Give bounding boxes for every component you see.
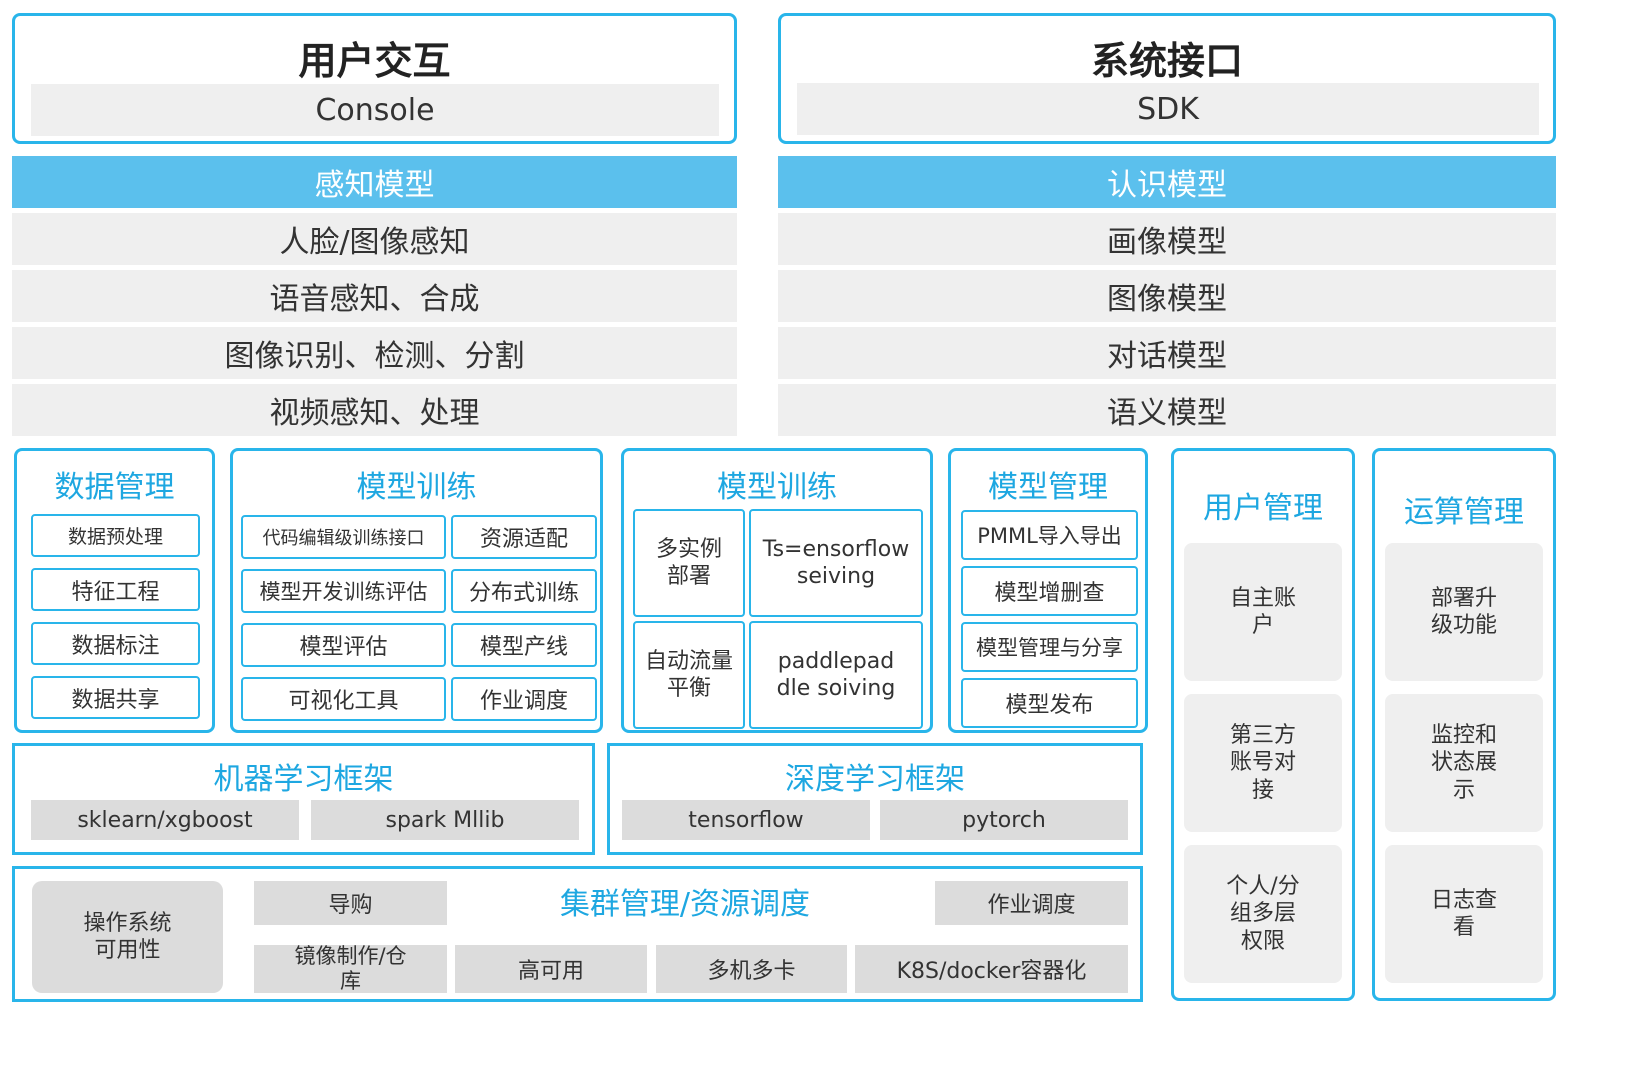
data-mgmt-item: 数据标注 — [31, 622, 200, 665]
ml-framework-panel: 机器学习框架 sklearn/xgboost spark Mllib — [12, 743, 595, 855]
data-mgmt-item: 特征工程 — [31, 568, 200, 611]
cognition-header: 认识模型 — [778, 156, 1556, 208]
ml-framework-title: 机器学习框架 — [213, 762, 394, 797]
training-item: 作业调度 — [451, 677, 597, 721]
dl-framework-panel: 深度学习框架 tensorflow pytorch — [607, 743, 1143, 855]
compute-management-panel: 运算管理 部署升 级功能 监控和 状态展 示 日志查 看 — [1372, 448, 1556, 1001]
training-item: 代码编辑级训练接口 — [241, 515, 446, 559]
cognition-item: 图像模型 — [778, 270, 1556, 322]
perception-item: 视频感知、处理 — [12, 384, 737, 436]
model-training-panel-1: 模型训练 代码编辑级训练接口 资源适配 模型开发训练评估 分布式训练 模型评估 … — [230, 448, 603, 733]
training-item: 模型评估 — [241, 623, 446, 667]
model-mgmt-item: 模型管理与分享 — [961, 622, 1138, 672]
perception-item: 人脸/图像感知 — [12, 213, 737, 265]
cognition-item: 语义模型 — [778, 384, 1556, 436]
user-mgmt-item: 第三方 账号对 接 — [1184, 694, 1342, 832]
dl-framework-item: tensorflow — [622, 800, 870, 840]
model-training-panel-2: 模型训练 多实例 部署 Ts=ensorflow seiving 自动流量 平衡… — [621, 448, 933, 733]
model-mgmt-item: PMML导入导出 — [961, 510, 1138, 560]
user-management-panel: 用户管理 自主账 户 第三方 账号对 接 个人/分 组多层 权限 — [1171, 448, 1355, 1001]
model-training-title-1: 模型训练 — [356, 470, 477, 505]
data-mgmt-item: 数据共享 — [31, 676, 200, 719]
dl-framework-item: pytorch — [880, 800, 1128, 840]
user-interaction-title: 用户交互 — [298, 38, 451, 83]
cognition-item: 对话模型 — [778, 327, 1556, 379]
model-management-title: 模型管理 — [988, 470, 1108, 505]
high-availability-item: 高可用 — [455, 945, 647, 993]
serving-item: Ts=ensorflow seiving — [749, 509, 923, 617]
system-interface-title: 系统接口 — [1090, 38, 1243, 83]
ml-framework-item: spark Mllib — [311, 800, 579, 840]
os-availability-item: 操作系统 可用性 — [32, 881, 223, 993]
sdk-label: SDK — [797, 83, 1539, 135]
ml-framework-item: sklearn/xgboost — [31, 800, 299, 840]
serving-item: 自动流量 平衡 — [633, 621, 745, 729]
model-mgmt-item: 模型发布 — [961, 678, 1138, 728]
system-interface-panel: 系统接口 SDK — [778, 13, 1556, 144]
user-interaction-panel: 用户交互 Console — [12, 13, 737, 144]
multi-gpu-item: 多机多卡 — [656, 945, 847, 993]
training-item: 模型产线 — [451, 623, 597, 667]
model-management-panel: 模型管理 PMML导入导出 模型增删查 模型管理与分享 模型发布 — [948, 448, 1148, 733]
user-mgmt-item: 个人/分 组多层 权限 — [1184, 845, 1342, 983]
training-item: 分布式训练 — [451, 569, 597, 613]
guide-item: 导购 — [254, 881, 447, 925]
data-management-title: 数据管理 — [54, 470, 175, 505]
console-label: Console — [31, 84, 719, 136]
serving-item: paddlepad dle soiving — [749, 621, 923, 729]
dl-framework-title: 深度学习框架 — [785, 762, 965, 797]
user-management-title: 用户管理 — [1203, 491, 1323, 526]
cluster-panel: 操作系统 可用性 导购 集群管理/资源调度 作业调度 镜像制作/仓 库 高可用 … — [12, 866, 1143, 1002]
data-mgmt-item: 数据预处理 — [31, 514, 200, 557]
cognition-item: 画像模型 — [778, 213, 1556, 265]
compute-mgmt-item: 日志查 看 — [1385, 845, 1543, 983]
mirror-item: 镜像制作/仓 库 — [254, 944, 447, 993]
compute-mgmt-item: 部署升 级功能 — [1385, 543, 1543, 681]
perception-item: 图像识别、检测、分割 — [12, 327, 737, 379]
k8s-item: K8S/docker容器化 — [855, 945, 1128, 993]
model-training-title-2: 模型训练 — [717, 470, 837, 505]
job-scheduling-item: 作业调度 — [935, 881, 1128, 925]
cluster-title: 集群管理/资源调度 — [559, 887, 811, 922]
perception-header: 感知模型 — [12, 156, 737, 208]
serving-item: 多实例 部署 — [633, 509, 745, 617]
training-item: 模型开发训练评估 — [241, 569, 446, 613]
training-item: 资源适配 — [451, 515, 597, 559]
user-mgmt-item: 自主账 户 — [1184, 543, 1342, 681]
training-item: 可视化工具 — [241, 677, 446, 721]
model-mgmt-item: 模型增删查 — [961, 566, 1138, 616]
perception-item: 语音感知、合成 — [12, 270, 737, 322]
data-management-panel: 数据管理 数据预处理 特征工程 数据标注 数据共享 — [14, 448, 215, 733]
compute-mgmt-item: 监控和 状态展 示 — [1385, 694, 1543, 832]
compute-management-title: 运算管理 — [1404, 495, 1524, 530]
